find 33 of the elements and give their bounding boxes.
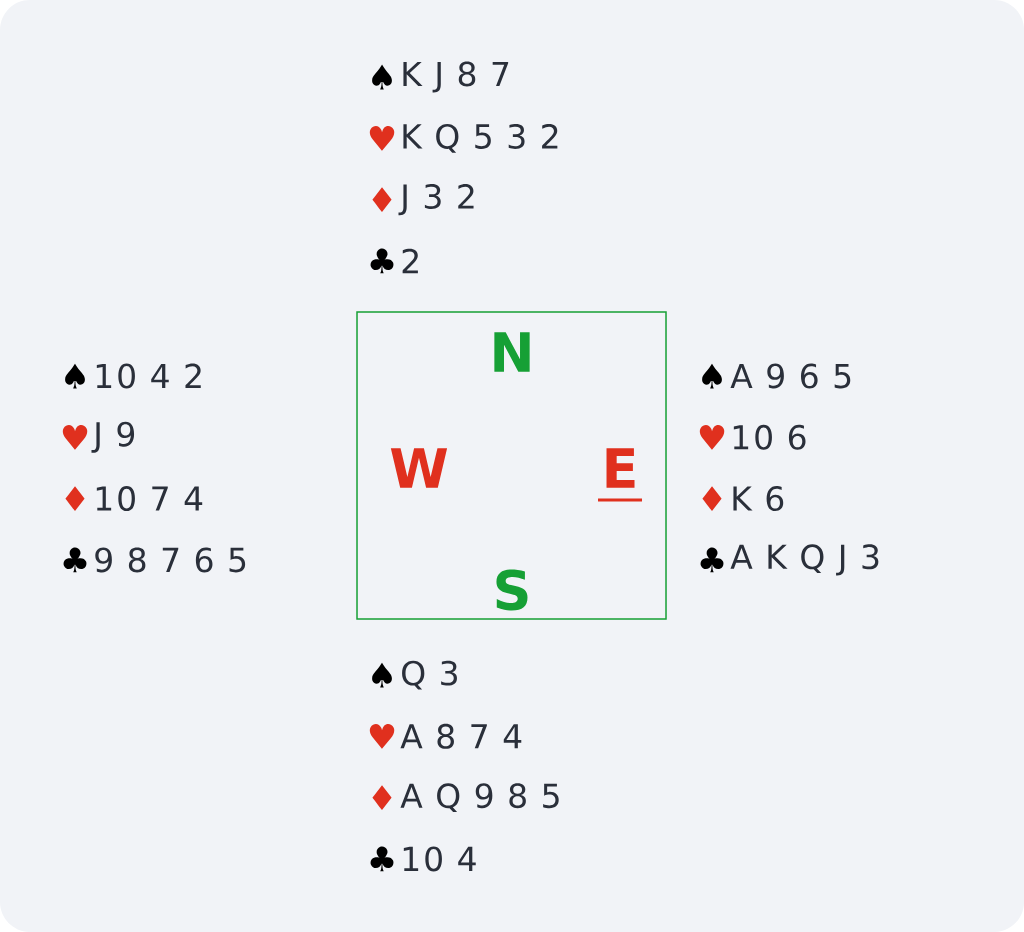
suit-symbol: ♣ [63, 547, 87, 573]
suit-symbol: ♠ [702, 363, 722, 389]
suit-symbol: ♠ [372, 64, 392, 90]
card-ranks: 2 [402, 248, 418, 274]
suit-symbol: ♥ [369, 723, 395, 749]
card-ranks: J 9 [91, 421, 135, 453]
suit-symbol: ♦ [372, 785, 392, 810]
compass-box: N W E S [356, 311, 667, 620]
suit-symbol: ♥ [369, 125, 395, 151]
suit-symbol: ♥ [62, 424, 88, 450]
suit-symbol: ♣ [370, 248, 394, 274]
card-ranks: 9 8 7 6 5 [95, 547, 246, 573]
suit-symbol: ♣ [700, 547, 724, 573]
suit-symbol: ♦ [65, 486, 85, 511]
suit-symbol: ♥ [699, 424, 725, 450]
suit-symbol: ♦ [372, 187, 392, 212]
suit-symbol: ♣ [370, 846, 394, 872]
card-ranks: 10 6 [733, 424, 806, 450]
card-ranks: Q 3 [402, 660, 457, 690]
suit-symbol: ♠ [372, 662, 392, 688]
card-ranks: 10 4 [403, 846, 476, 872]
card-ranks: J 3 2 [398, 184, 474, 216]
card-ranks: A K Q J 3 [730, 544, 879, 576]
card-ranks: K 6 [733, 486, 784, 512]
suit-symbol: ♦ [702, 486, 722, 511]
card-ranks: A 9 6 5 [730, 363, 851, 389]
suit-symbol: ♠ [65, 363, 85, 389]
card-ranks: A Q 9 8 5 [400, 783, 559, 812]
card-ranks: A 8 7 4 [400, 723, 522, 749]
card-ranks: K Q 5 3 2 [403, 123, 558, 153]
card-ranks: 10 7 4 [96, 486, 203, 512]
card-ranks: 10 4 2 [96, 363, 201, 389]
card-ranks: K J 8 7 [403, 61, 509, 93]
